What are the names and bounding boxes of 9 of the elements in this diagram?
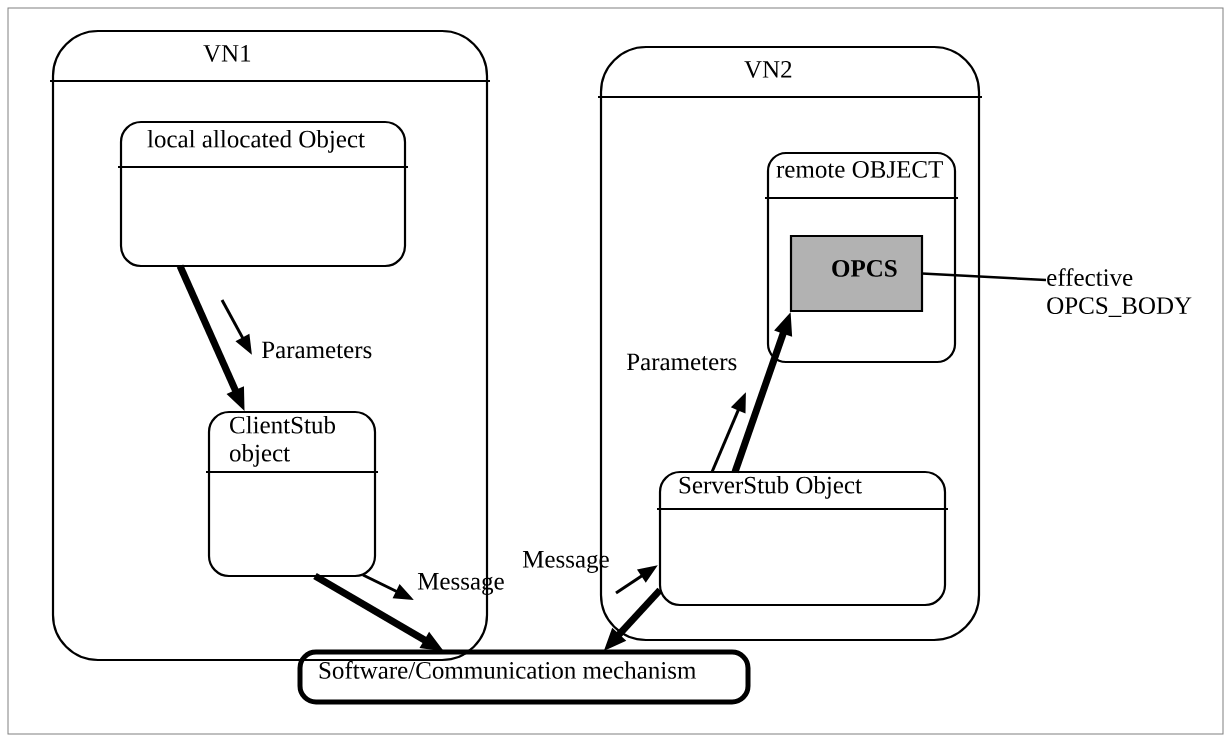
annotation-text: effective OPCS_BODY bbox=[1047, 268, 1192, 317]
object-box: ClientStub object bbox=[206, 410, 378, 578]
leader-line bbox=[921, 272, 1047, 282]
object-box: local allocated Object bbox=[118, 120, 408, 268]
edge-label: Parameters bbox=[626, 353, 737, 371]
mechanism-box: Software/Communication mechanism bbox=[297, 649, 751, 705]
edge-label: Parameters bbox=[261, 341, 372, 359]
shaded-box: OPCS bbox=[789, 234, 924, 313]
object-box: ServerStub Object bbox=[657, 470, 948, 607]
